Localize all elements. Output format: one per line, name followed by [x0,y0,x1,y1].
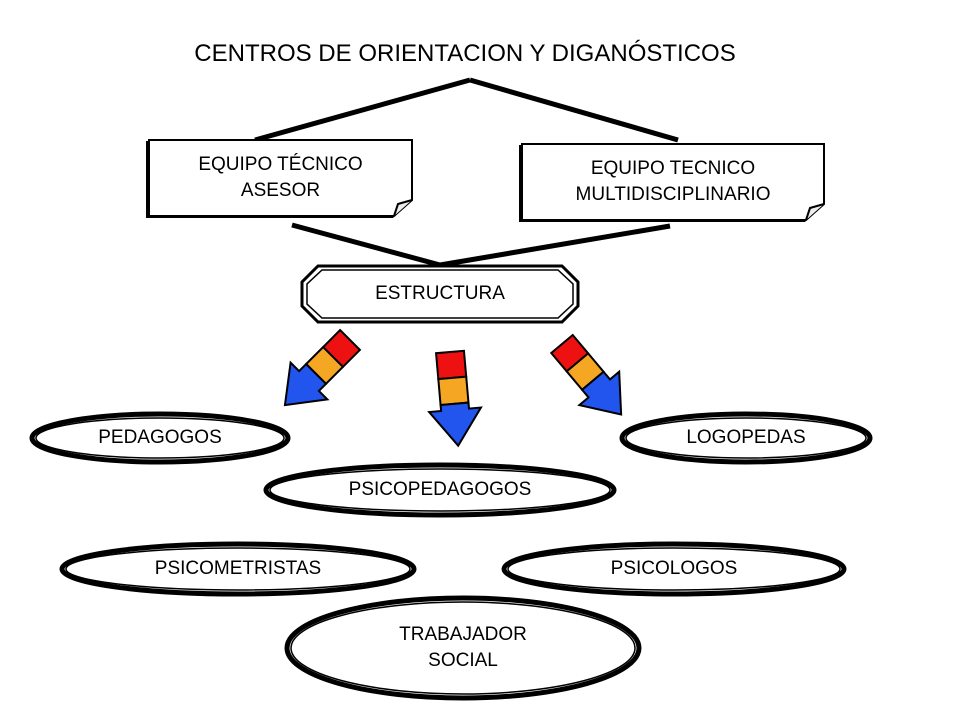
diagram-title: CENTROS DE ORIENTACION Y DIGANÓSTICOS [194,40,736,67]
role-trabajador-social: TRABAJADOR SOCIAL [287,598,639,698]
oval-logopedas [619,411,873,465]
role-trabajador-line2: SOCIAL [428,650,498,671]
structure-banner [300,264,580,324]
team-box-asesor [146,139,413,218]
structure-connector [291,222,671,268]
team-asesor-line1: EQUIPO TÉCNICO [198,154,363,175]
structure-label: ESTRUCTURA [375,283,505,304]
team-multidisciplinario-label: EQUIPO TECNICO MULTIDISCIPLINARIO [522,144,824,220]
oval-psicologos [501,541,847,597]
role-logopedas: LOGOPEDAS [686,427,806,448]
oval-psicometristas [59,541,417,597]
team-multi-line2: MULTIDISCIPLINARIO [575,184,771,205]
oval-trabajador-social [284,595,642,701]
role-psicometristas: PSICOMETRISTAS [154,558,322,579]
oval-psicopedagogos [263,462,617,518]
team-box-multidisciplinario [519,143,825,222]
team-asesor-label: EQUIPO TÉCNICO ASESOR [149,140,412,216]
role-pedagogos: PEDAGOGOS [98,427,222,448]
team-asesor-line2: ASESOR [240,180,321,201]
arrow-right [549,333,623,416]
role-psicopedagogos: PSICOPEDAGOGOS [348,479,532,500]
arrow-left [283,328,362,407]
title-connector [254,77,679,143]
team-multi-line1: EQUIPO TECNICO [590,158,756,179]
arrow-middle [427,349,483,448]
role-trabajador-line1: TRABAJADOR [399,624,527,645]
role-psicologos: PSICOLOGOS [610,558,738,579]
oval-pedagogos [29,411,291,465]
